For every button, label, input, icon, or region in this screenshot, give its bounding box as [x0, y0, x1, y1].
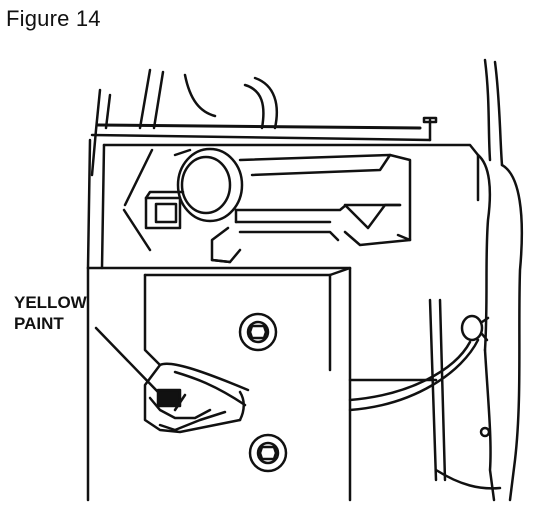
lock-button: [144, 190, 185, 230]
lower-bolt: [248, 433, 288, 473]
door-frame: [90, 68, 438, 177]
upper-bolt: [238, 312, 278, 352]
figure-title: Figure 14: [6, 6, 101, 31]
handle-cup: [173, 147, 392, 223]
linkage-rods: [210, 153, 412, 264]
yellow-paint-mark: [156, 388, 182, 408]
callout-leader-line: [94, 326, 160, 394]
callout-line-2: PAINT: [14, 314, 64, 333]
yellow-paint-callout: YELLOW PAINT: [14, 292, 87, 334]
door-post: [428, 58, 524, 502]
latch-cable: [348, 314, 490, 412]
interior-panel: [86, 138, 480, 270]
callout-line-1: YELLOW: [14, 293, 87, 312]
latch-plate: [86, 266, 352, 502]
latch-fork: [148, 362, 250, 432]
